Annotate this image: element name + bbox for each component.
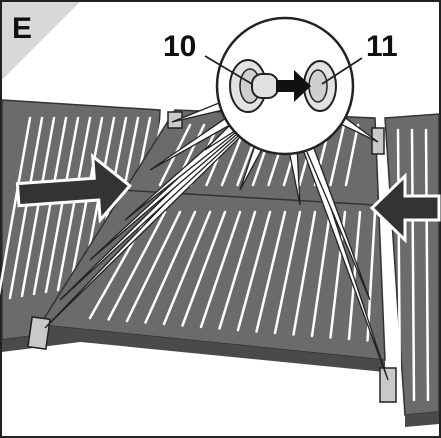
connector-arrow-icon: [276, 70, 311, 102]
clip-right-top: [371, 127, 385, 155]
tile-slot: [162, 210, 212, 326]
tile-slot: [8, 116, 44, 300]
tile-right-edge: [405, 412, 439, 427]
tile-slot: [396, 128, 402, 402]
connector-part-11: [303, 60, 337, 112]
tile-slot: [273, 210, 302, 335]
tile-slot: [236, 210, 272, 332]
tile-slot: [292, 210, 317, 336]
leader-11: [321, 57, 363, 85]
connector-part-10: [229, 59, 279, 113]
tile-right-slots: [396, 128, 430, 402]
clip-left-bottom: [27, 316, 51, 350]
tile-slot: [344, 123, 360, 187]
tile-center-edge: [40, 325, 385, 372]
tile-slot: [144, 210, 197, 324]
tile-slot: [107, 210, 167, 321]
tile-slot: [0, 116, 32, 296]
tile-slot: [125, 210, 182, 323]
tile-slot: [218, 210, 257, 330]
arrow-left-icon: [369, 172, 441, 244]
arrow-right-icon: [15, 153, 133, 224]
step-corner-tab: [2, 2, 80, 80]
tile-slot: [199, 210, 242, 329]
tile-slot: [44, 116, 80, 294]
tile-slot: [56, 116, 92, 292]
tile-slot: [255, 210, 287, 333]
callout-10: 10: [163, 30, 196, 63]
tile-slot: [329, 123, 346, 187]
tile-slot: [347, 210, 362, 341]
tile-slot: [181, 210, 227, 327]
tile-slot: [32, 116, 68, 296]
tile-slot: [366, 210, 377, 342]
callout-11: 11: [366, 30, 398, 63]
clip-right-bottom: [379, 367, 397, 403]
detail-magnifier: [215, 16, 355, 156]
zoom-rays: [44, 101, 389, 381]
tile-slot: [410, 128, 416, 402]
tile-slot: [310, 210, 332, 338]
step-letter: E: [12, 12, 32, 45]
tile-slot: [424, 128, 430, 402]
tile-slot: [68, 116, 104, 290]
tile-slot: [20, 116, 56, 298]
leader-10: [204, 55, 253, 85]
